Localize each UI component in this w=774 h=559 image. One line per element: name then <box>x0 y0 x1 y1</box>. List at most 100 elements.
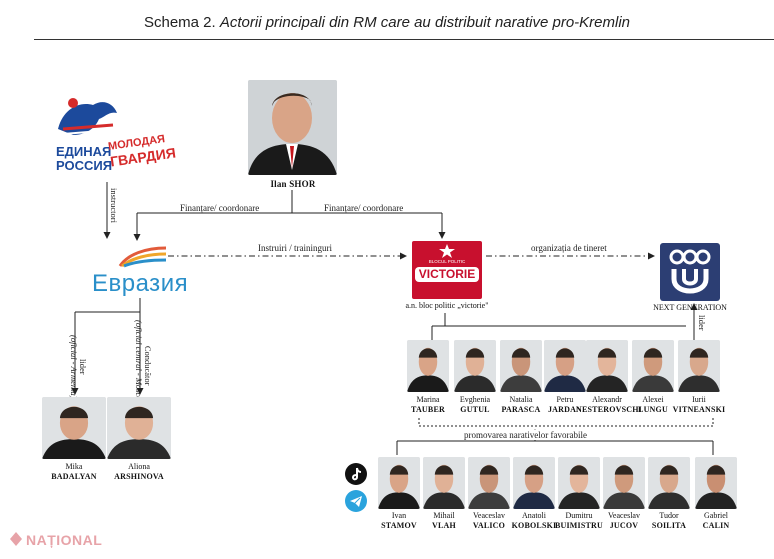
person-silhouette-icon <box>107 397 171 459</box>
label-instructori: instructori <box>109 188 119 223</box>
person-first-name: Petru <box>556 395 574 404</box>
person-silhouette-icon <box>678 340 720 392</box>
label-finantare-right: Finanțare/ coordonare <box>324 203 404 213</box>
person-first-name: Iurii <box>692 395 706 404</box>
person-last-name: VLAH <box>432 521 456 530</box>
person-last-name: STAMOV <box>381 521 417 530</box>
person-silhouette-icon <box>500 340 542 392</box>
telegram-icon <box>345 490 367 512</box>
victorie-logo: BLOCUL POLITIC VICTORIE <box>412 241 482 299</box>
person-first-name: Dumitru <box>565 511 593 520</box>
person-first-name: Mika <box>65 462 83 471</box>
person-silhouette-icon <box>454 340 496 392</box>
portrait <box>407 340 449 392</box>
person-first-name: Mihail <box>433 511 455 520</box>
person-silhouette-icon <box>468 457 510 509</box>
person-silhouette-icon <box>42 397 106 459</box>
label-lider-nextgen: lider <box>697 315 707 331</box>
person-last-name: PARASCA <box>501 405 541 414</box>
person-first-name: Alexandr <box>592 395 622 404</box>
watermark: NAȚIONAL <box>10 532 102 548</box>
person-silhouette-icon <box>632 340 674 392</box>
person-first-name: Veaceslav <box>608 511 640 520</box>
label-promovarea: promovarea narativelor favorabile <box>462 430 589 440</box>
label-organizatie: organizația de tineret <box>531 243 607 253</box>
label-finantare-left: Finanțare/ coordonare <box>180 203 260 213</box>
title-rule <box>34 39 774 40</box>
portrait <box>42 397 106 459</box>
person-silhouette-icon <box>603 457 645 509</box>
person-silhouette-icon <box>513 457 555 509</box>
person-first-name: Evghenia <box>459 395 491 404</box>
portrait <box>632 340 674 392</box>
portrait <box>107 397 171 459</box>
portrait <box>648 457 690 509</box>
person-first-name: Aliona <box>128 462 150 471</box>
nextgen-logo <box>660 243 720 301</box>
person-last-name: KOBOLSKI <box>511 521 557 530</box>
person-silhouette-icon <box>423 457 465 509</box>
portrait <box>378 457 420 509</box>
title-main: Actorii principali din RM care au distri… <box>219 14 631 31</box>
person-first-name: Veaceslav <box>473 511 505 520</box>
eurasia-logo: Евразия <box>92 270 189 297</box>
person-first-name: Marina <box>416 395 440 404</box>
portrait <box>558 457 600 509</box>
person-last-name: TAUBER <box>411 405 445 414</box>
person-silhouette-icon <box>586 340 628 392</box>
person-last-name: BUIMISTRU <box>554 521 604 530</box>
national-logo-icon <box>10 532 22 546</box>
caption-victorie: a.n. bloc politic „victorie" <box>405 301 489 310</box>
portrait <box>586 340 628 392</box>
person-last-name: CALIN <box>702 521 730 530</box>
portrait <box>500 340 542 392</box>
portrait <box>695 457 737 509</box>
star-icon <box>439 244 455 258</box>
person-first-name: Anatoli <box>522 511 546 520</box>
person-last-name: VITNEANSKI <box>672 405 726 414</box>
person-silhouette-icon <box>378 457 420 509</box>
portrait <box>678 340 720 392</box>
person-silhouette-icon <box>695 457 737 509</box>
nextgen-emblem-icon <box>669 249 711 294</box>
portrait <box>513 457 555 509</box>
portrait-shor <box>248 80 337 175</box>
person-last-name: GUTUL <box>460 405 490 414</box>
person-last-name: LUNGU <box>638 405 668 414</box>
person-last-name: JARDAN <box>547 405 583 414</box>
person-first-name: Ivan <box>391 511 407 520</box>
person-silhouette-icon <box>544 340 586 392</box>
person-last-name: BADALYAN <box>51 472 97 481</box>
person-silhouette-icon <box>558 457 600 509</box>
person-silhouette-icon <box>648 457 690 509</box>
label-instruiri: Instruiri / traininguri <box>258 243 332 253</box>
person-last-name: ARSHINOVA <box>114 472 164 481</box>
edinaya-rossiya-logo: ЕДИНАЯ РОССИЯ МОЛОДАЯ ГВАРДИЯ <box>52 95 177 180</box>
person-first-name: Alexei <box>642 395 664 404</box>
portrait <box>423 457 465 509</box>
person-first-name: Tudor <box>659 511 679 520</box>
person-last-name: JUCOV <box>609 521 639 530</box>
person-silhouette-icon <box>248 80 337 175</box>
portrait <box>544 340 586 392</box>
name-shor: Ilan SHOR <box>270 179 316 189</box>
tiktok-icon <box>345 463 367 485</box>
portrait <box>468 457 510 509</box>
eurasia-swoosh-icon <box>118 246 167 268</box>
person-last-name: VALICO <box>472 521 506 530</box>
